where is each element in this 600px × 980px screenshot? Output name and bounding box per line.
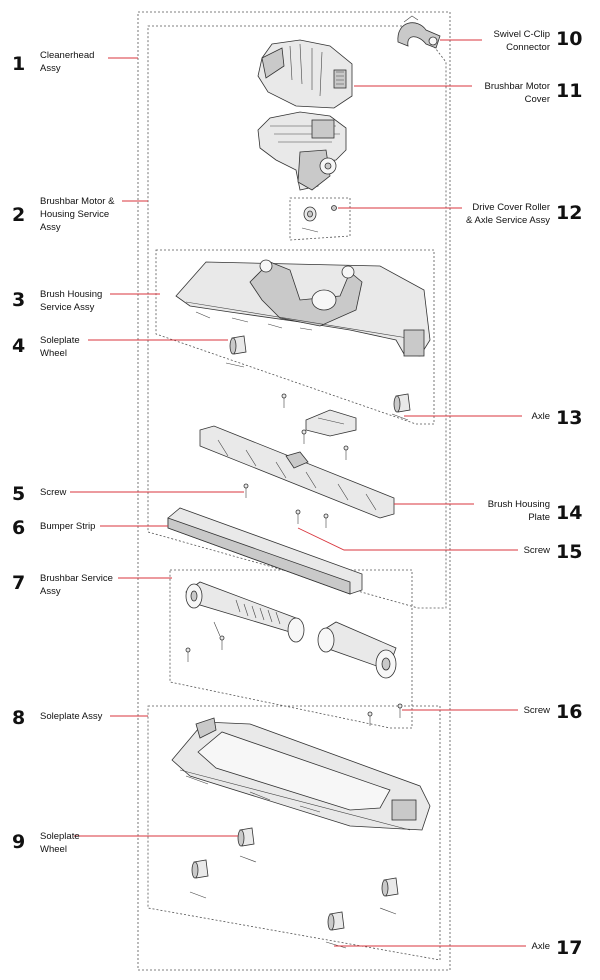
screws-group-2 (243, 483, 329, 528)
callout-7: 7 Brushbar Service Assy (12, 572, 113, 597)
callout-number: 5 (12, 483, 25, 505)
brush-housing-group-outline (155, 249, 435, 425)
callout-13: Axle 13 (532, 407, 583, 429)
brush-housing-plate-part (199, 425, 395, 519)
callout-number: 2 (12, 204, 25, 226)
callout-9: 9 Soleplate Wheel (12, 831, 80, 855)
callout-label-line: Bumper Strip (40, 521, 95, 532)
callout-number: 13 (556, 407, 582, 429)
callout-label-line: Plate (528, 512, 550, 523)
callout-label-line: Brushbar Motor & (40, 196, 115, 207)
callout-label-line: Brush Housing (40, 289, 102, 300)
callout-label-line: Brushbar Service (40, 573, 113, 584)
callout-label-line: Assy (40, 63, 61, 74)
callout-number: 17 (556, 937, 582, 959)
callout-label-line: Soleplate Assy (40, 711, 103, 722)
callout-number: 11 (556, 80, 582, 102)
swivel-c-clip-part (397, 15, 441, 49)
callout-label-line: Axle (532, 411, 550, 422)
callout-label-line: Soleplate (40, 335, 80, 346)
outer-frame (137, 11, 451, 971)
callout-17: Axle 17 (532, 937, 583, 959)
drive-roller-group-outline (289, 197, 351, 241)
callout-label-line: Screw (40, 487, 67, 498)
brush-housing-part (175, 259, 431, 357)
callout-label-line: Axle (532, 941, 550, 952)
callout-number: 3 (12, 289, 25, 311)
callout-2: 2 Brushbar Motor & Housing Service Assy (12, 196, 115, 233)
callout-1: 1 Cleanerhead Assy (12, 50, 94, 75)
callout-label-line: Brushbar Motor (485, 81, 550, 92)
callout-label-line: Housing Service (40, 209, 109, 220)
callout-4: 4 Soleplate Wheel (12, 335, 80, 359)
callout-3: 3 Brush Housing Service Assy (12, 289, 102, 313)
callout-label-line: Screw (524, 705, 551, 716)
callout-label-line: Screw (524, 545, 551, 556)
callout-number: 14 (556, 502, 582, 524)
brushbar-motor-cover-part (257, 39, 353, 109)
callout-15: Screw 15 (524, 541, 583, 563)
callout-number: 10 (556, 28, 582, 50)
callout-11: Brushbar Motor Cover 11 (485, 80, 583, 105)
brushbar-motor-housing-part (257, 111, 347, 191)
callout-label-line: & Axle Service Assy (466, 215, 550, 226)
soleplate-wheel-upper-part (225, 335, 247, 368)
axle-wheel-right-part (391, 393, 411, 421)
callout-6: 6 Bumper Strip (12, 517, 95, 539)
callout-number: 6 (12, 517, 25, 539)
screws-group-3 (367, 703, 403, 726)
callout-number: 15 (556, 541, 582, 563)
callout-label-line: Brush Housing (488, 499, 550, 510)
callout-14: Brush Housing Plate 14 (488, 499, 583, 524)
callout-label-line: Soleplate (40, 831, 80, 842)
plate-clip-part (305, 409, 357, 437)
callout-number: 16 (556, 701, 582, 723)
callout-number: 9 (12, 831, 25, 853)
bumper-strip-part (167, 507, 363, 595)
soleplate-wheel-lower-part (189, 827, 399, 949)
leader-15 (297, 527, 518, 551)
brushbar-group-outline (169, 569, 413, 729)
callout-8: 8 Soleplate Assy (12, 707, 103, 729)
brushbar-part (185, 581, 397, 679)
callout-number: 7 (12, 572, 25, 594)
callout-number: 8 (12, 707, 25, 729)
callout-number: 4 (12, 335, 25, 357)
callout-label-line: Assy (40, 222, 61, 233)
callout-5: 5 Screw (12, 483, 67, 505)
callout-16: Screw 16 (524, 701, 583, 723)
small-screws-group-1 (281, 393, 349, 460)
leader-lines (70, 39, 526, 947)
callout-label-line: Connector (506, 42, 550, 53)
callout-label-line: Wheel (40, 844, 67, 855)
drive-cover-roller-part (301, 205, 337, 233)
callout-label-line: Assy (40, 586, 61, 597)
callout-12: Drive Cover Roller & Axle Service Assy 1… (466, 202, 582, 226)
callout-number: 1 (12, 53, 25, 75)
callout-label-line: Cleanerhead (40, 50, 94, 61)
soleplate-group-outline (147, 705, 441, 961)
callout-label-line: Cover (525, 94, 550, 105)
callout-label-line: Swivel C-Clip (494, 29, 550, 40)
callout-label-line: Service Assy (40, 302, 95, 313)
soleplate-part (171, 717, 431, 831)
callout-label-line: Drive Cover Roller (472, 202, 550, 213)
callout-10: Swivel C-Clip Connector 10 (494, 28, 583, 53)
callout-label-line: Wheel (40, 348, 67, 359)
callout-number: 12 (556, 202, 582, 224)
